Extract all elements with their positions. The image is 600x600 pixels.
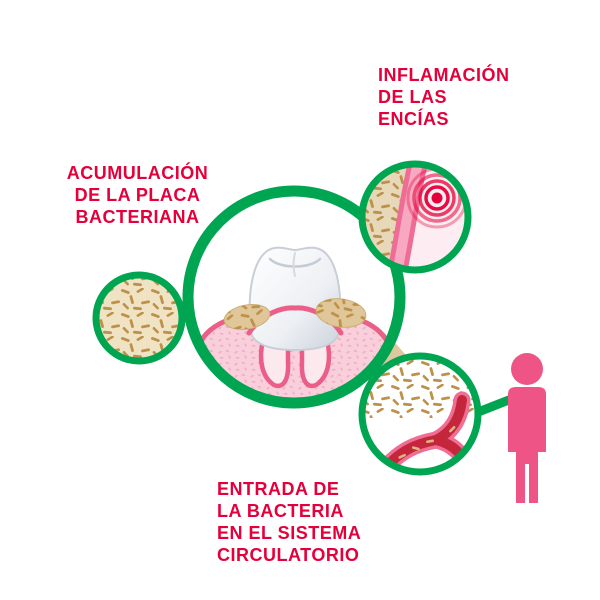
tooth-circle xyxy=(182,185,406,409)
plaque-deposits xyxy=(223,298,367,330)
tooth-root-left xyxy=(258,337,291,389)
label-gum-inflammation: INFLAMACIÓN DE LAS ENCÍAS xyxy=(378,64,509,130)
label-line: DE LAS xyxy=(378,87,448,107)
bloodstream-circle xyxy=(358,352,482,476)
plaque-circle xyxy=(92,271,186,365)
inflammation-circle xyxy=(358,160,472,274)
label-line: INFLAMACIÓN xyxy=(378,65,510,85)
plaque-circle-border xyxy=(92,271,186,365)
label-line: BACTERIANA xyxy=(75,207,200,227)
bloodstream-circle-border xyxy=(358,352,482,476)
inflammation-circle-border xyxy=(358,160,472,274)
tooth-crown xyxy=(248,246,342,352)
label-line: ENTRADA DE xyxy=(217,479,340,499)
label-line: ENCÍAS xyxy=(378,109,450,129)
label-line: DE LA PLACA xyxy=(74,185,201,205)
tooth-root-right xyxy=(299,337,332,389)
label-line: ACUMULACIÓN xyxy=(66,163,209,183)
label-line: CIRCULATORIO xyxy=(217,545,360,565)
tooth-gum-cross-section-icon xyxy=(193,246,395,400)
label-line: EN EL SISTEMA xyxy=(217,523,362,543)
tooth-circle-border xyxy=(182,185,406,409)
bacteria-in-vessel xyxy=(398,426,456,459)
label-plaque-accumulation: ACUMULACIÓN DE LA PLACA BACTERIANA xyxy=(40,162,235,228)
person-icon xyxy=(508,353,546,503)
label-line: LA BACTERIA xyxy=(217,501,344,521)
label-bacteria-entry: ENTRADA DE LA BACTERIA EN EL SISTEMA CIR… xyxy=(217,478,361,566)
